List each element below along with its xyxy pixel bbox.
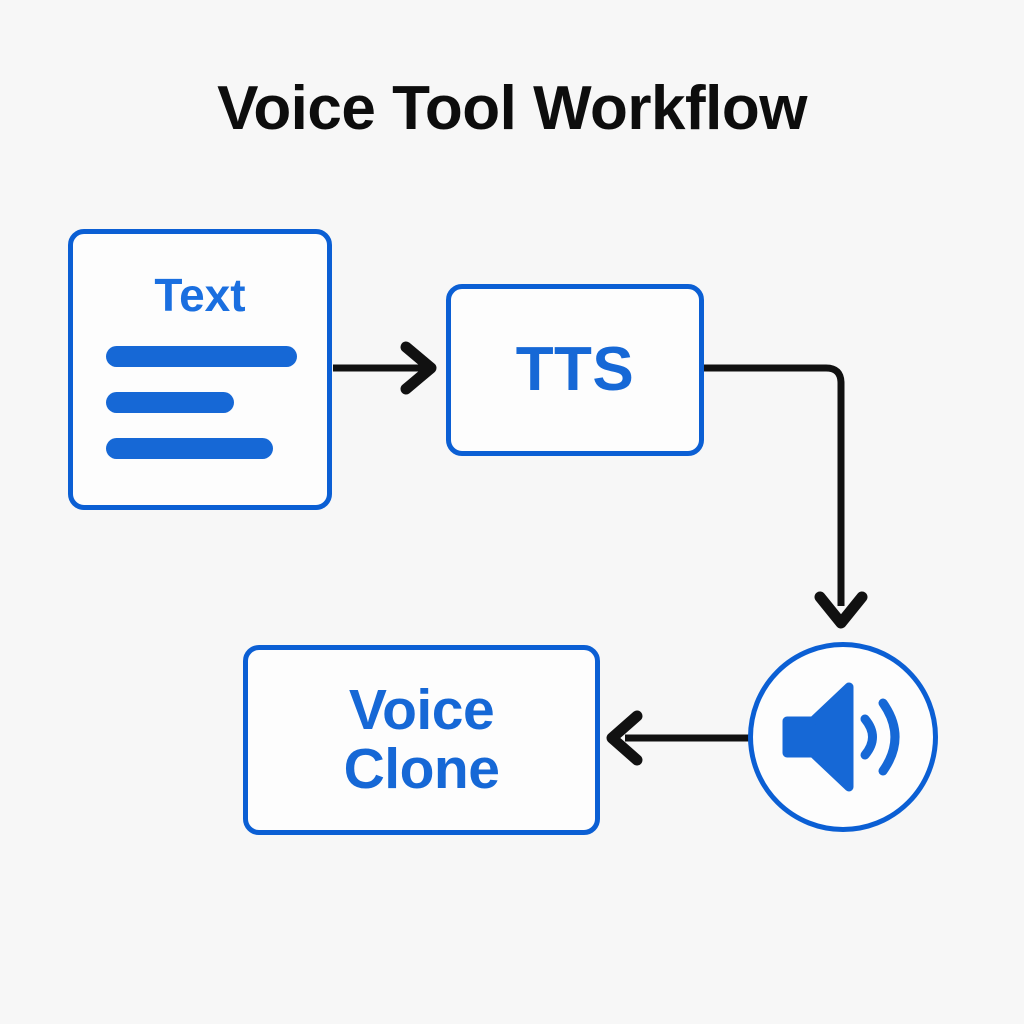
- edge-speaker-to-voice-clone-arrowhead: [606, 710, 643, 766]
- document-lines-icon: [73, 346, 327, 484]
- node-text-label: Text: [154, 269, 246, 321]
- speaker-cone-shape: [782, 682, 854, 792]
- node-speaker[interactable]: [748, 642, 938, 832]
- node-tts-label: TTS: [515, 335, 635, 404]
- edge-speaker-to-voice-clone: [606, 710, 750, 766]
- node-tts[interactable]: TTS: [446, 284, 704, 456]
- speaker-wave-outer: [878, 698, 900, 776]
- node-voice-clone-label-line1: Voice: [348, 678, 495, 743]
- node-voice-clone-label: Voice Clone: [344, 681, 500, 798]
- edge-text-to-tts-arrowhead: [400, 341, 437, 395]
- node-voice-clone[interactable]: Voice Clone: [243, 645, 600, 835]
- node-voice-clone-label-line2: Clone: [343, 737, 500, 801]
- speaker-wave-inner: [860, 714, 877, 760]
- speaker-volume-icon: [782, 682, 900, 792]
- document-line-1: [106, 346, 297, 367]
- page-title: Voice Tool Workflow: [217, 74, 807, 143]
- edge-tts-to-speaker-arrowhead: [814, 591, 868, 629]
- document-line-3: [106, 438, 273, 459]
- document-line-2: [106, 392, 234, 413]
- edge-tts-to-speaker-line: [703, 364, 845, 606]
- node-text[interactable]: Text: [68, 229, 332, 510]
- edge-tts-to-speaker: [703, 364, 868, 629]
- edge-text-to-tts: [333, 341, 437, 395]
